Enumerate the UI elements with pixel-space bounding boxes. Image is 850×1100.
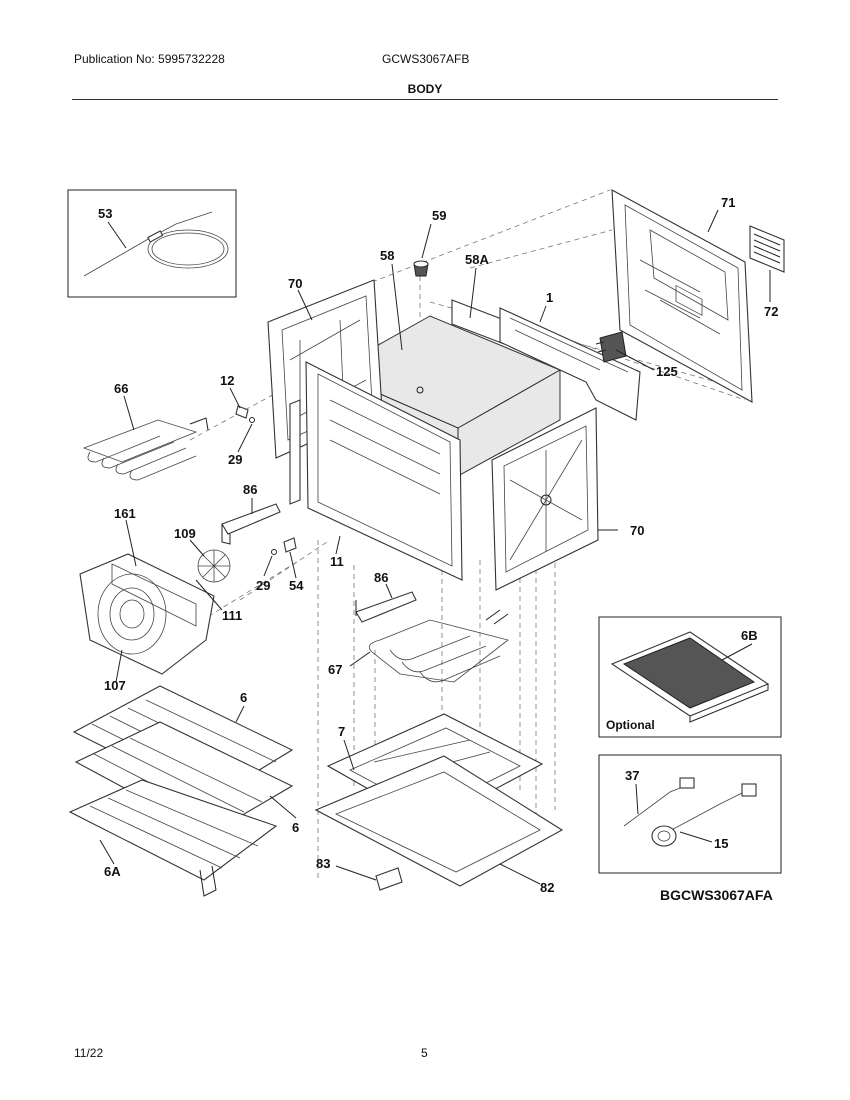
callout-109: 109 (174, 526, 196, 541)
footer-date: 11/22 (74, 1046, 104, 1060)
control-bracket (499, 307, 641, 421)
temperature-sensor (235, 405, 255, 423)
page-number: 5 (421, 1046, 428, 1060)
sensor-inset (598, 754, 782, 874)
callout-125: 125 (656, 364, 678, 379)
broil-element (82, 417, 209, 481)
convection-fan-blade (197, 549, 231, 583)
callout-labels: 53 59 58 58A 1 71 72 70 125 12 66 29 86 … (98, 195, 778, 903)
upper-element-bracket (221, 503, 281, 545)
callout-7: 7 (338, 724, 345, 739)
callout-70-right: 70 (630, 523, 644, 538)
callout-37: 37 (625, 768, 639, 783)
callout-15: 15 (714, 836, 728, 851)
leader-lines (99, 209, 771, 885)
callout-86-lower: 86 (374, 570, 388, 585)
callout-83: 83 (316, 856, 330, 871)
vent-fitting (413, 260, 429, 277)
callout-6B: 6B (741, 628, 758, 643)
model-number: GCWS3067AFB (382, 52, 470, 66)
back-panel (611, 189, 753, 403)
optional-inset (598, 616, 782, 738)
convection-motor (595, 331, 627, 363)
callout-6A: 6A (104, 864, 121, 879)
callout-6-upper: 6 (240, 690, 247, 705)
callout-58a: 58A (465, 252, 489, 267)
header-rule (72, 99, 778, 100)
callout-70-left: 70 (288, 276, 302, 291)
callout-72: 72 (764, 304, 778, 319)
callout-54: 54 (289, 578, 304, 593)
convection-cover (79, 553, 215, 675)
lower-element-bracket (355, 591, 417, 623)
leveling-bracket (375, 867, 403, 891)
callout-12: 12 (220, 373, 234, 388)
callout-29-upper: 29 (228, 452, 242, 467)
callout-29-lower: 29 (256, 578, 270, 593)
callout-66: 66 (114, 381, 128, 396)
callout-67: 67 (328, 662, 342, 677)
callout-11: 11 (330, 554, 344, 569)
callout-1: 1 (546, 290, 553, 305)
right-side-panel (491, 407, 599, 591)
callout-82: 82 (540, 880, 554, 895)
callout-86-upper: 86 (243, 482, 257, 497)
callout-58: 58 (380, 248, 394, 263)
bottom-support-frame (314, 755, 564, 887)
callout-107: 107 (104, 678, 126, 693)
callout-59: 59 (432, 208, 446, 223)
callout-6-lower: 6 (292, 820, 299, 835)
publication-number: Publication No: 5995732228 (74, 52, 225, 66)
diagram-code: BGCWS3067AFA (660, 887, 773, 903)
page-title: BODY (407, 82, 443, 96)
optional-label: Optional (606, 718, 655, 732)
fan-hardware (271, 537, 297, 555)
callout-53: 53 (98, 206, 112, 221)
vent-grille (749, 225, 785, 273)
callout-71: 71 (721, 195, 735, 210)
bake-element (368, 609, 509, 683)
glide-rack (68, 779, 278, 897)
front-frame (289, 361, 463, 581)
callout-111: 111 (222, 608, 242, 623)
probe-inset (67, 189, 237, 298)
callout-161: 161 (114, 506, 136, 521)
